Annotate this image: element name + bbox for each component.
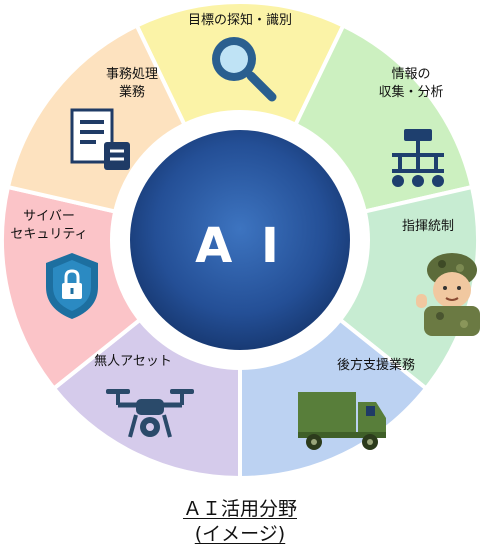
ai-core-label: A I: [195, 218, 285, 274]
caption-subtitle: (イメージ): [0, 522, 480, 546]
magnifier-icon: [212, 37, 277, 102]
label-intel-analysis: 情報の 収集・分析: [378, 67, 444, 100]
caption-subtitle-text: (イメージ): [194, 523, 286, 545]
shield-lock-icon: [46, 253, 98, 319]
label-target-detection: 目標の探知・識別: [187, 13, 292, 28]
label-command-control: 指揮統制: [402, 219, 455, 234]
label-unmanned-assets: 無人アセット: [94, 354, 172, 369]
soldier-icon: [416, 253, 480, 336]
caption-title: ＡＩ活用分野: [0, 497, 480, 521]
label-admin-work: 事務処理 業務: [105, 67, 158, 100]
document-icon: [70, 108, 130, 170]
drone-icon: [106, 389, 194, 438]
network-icon: [392, 129, 444, 187]
label-cyber-security: サイバー セキュリティ: [10, 209, 88, 242]
caption-title-text: ＡＩ活用分野: [182, 498, 297, 520]
ai-core-circle: [130, 130, 350, 350]
truck-icon: [298, 392, 386, 450]
label-logistics: 後方支援業務: [336, 358, 415, 373]
